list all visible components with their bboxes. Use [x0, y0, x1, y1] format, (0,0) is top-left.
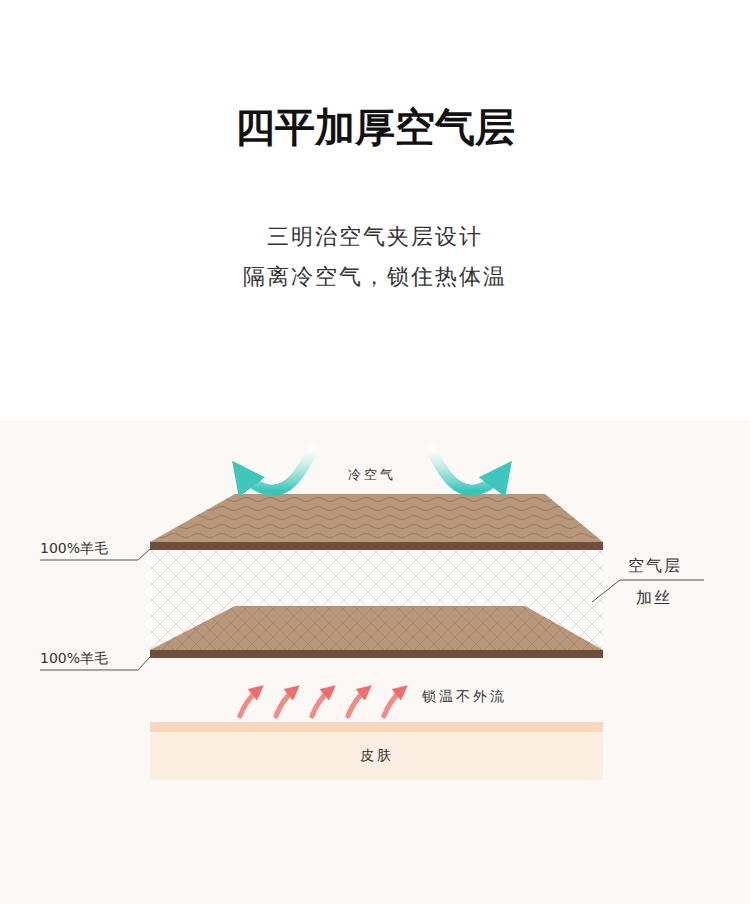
- skin-band: 皮肤: [150, 722, 603, 780]
- warm-label: 锁温不外流: [422, 688, 507, 706]
- skin-label: 皮肤: [360, 747, 394, 765]
- cold-air-label: 冷空气: [348, 466, 396, 484]
- air-layer-label: 空气层: [628, 556, 682, 577]
- warm-arrows: [240, 690, 402, 716]
- air-layer-label: 加丝: [636, 588, 672, 609]
- wool-layer-top: [150, 494, 603, 550]
- subtitle: 隔离冷空气，锁住热体温: [243, 262, 507, 292]
- subtitle: 三明治空气夹层设计: [267, 222, 483, 252]
- material-label: 100%羊毛: [40, 540, 108, 558]
- page-title: 四平加厚空气层: [235, 100, 515, 155]
- leader-lines: [40, 549, 704, 670]
- ground-panel: [0, 420, 750, 904]
- cold-air-arrows: [242, 450, 502, 490]
- wool-layer-bottom: [150, 606, 603, 658]
- air-layer: [150, 550, 603, 652]
- material-label: 100%羊毛: [40, 650, 108, 668]
